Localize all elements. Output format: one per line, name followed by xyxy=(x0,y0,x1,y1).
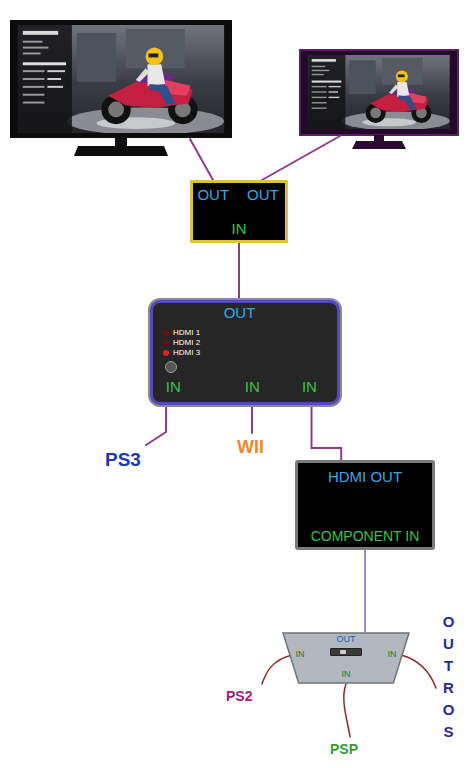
port-label: IN xyxy=(302,379,317,394)
port-label: IN xyxy=(232,221,247,236)
port-label: OUT xyxy=(224,305,256,320)
panel-detail xyxy=(330,648,362,656)
port-label: OUT xyxy=(337,635,356,644)
hdmi-cable xyxy=(251,406,253,433)
hdmi-switch: OUT HDMI 1 HDMI 2 HDMI 3 IN IN IN xyxy=(150,300,340,405)
tv-frame xyxy=(300,50,458,135)
cable-connector xyxy=(312,405,342,460)
tv-neck xyxy=(115,138,127,146)
tv-frame xyxy=(10,20,232,138)
component-cable xyxy=(344,684,350,737)
port-label: IN xyxy=(245,379,260,394)
tv-screen xyxy=(308,55,449,130)
port-label: HDMI 1 xyxy=(173,329,200,337)
tv-stand xyxy=(352,141,406,149)
port-label: COMPONENT IN xyxy=(311,529,420,543)
tv-stand xyxy=(74,146,168,156)
port-label: IN xyxy=(342,670,351,679)
television-right xyxy=(300,50,458,149)
component-cable xyxy=(401,655,436,688)
console-label: PSP xyxy=(330,742,358,756)
hdmi-cable xyxy=(262,136,340,180)
console-label: WII xyxy=(237,438,264,456)
hdmi-cable xyxy=(190,139,213,180)
hdmi-cable xyxy=(146,406,166,445)
console-label: PS2 xyxy=(226,689,252,703)
port-label: OUT xyxy=(197,187,229,202)
wires xyxy=(146,136,436,737)
others-label: OUTROS xyxy=(441,611,456,743)
component-cable xyxy=(262,655,292,684)
converter-box: HDMI OUT COMPONENT IN xyxy=(295,460,435,550)
panel-detail xyxy=(340,650,346,654)
tv-screen xyxy=(18,25,224,135)
port-label: HDMI OUT xyxy=(328,469,402,484)
port-label: IN xyxy=(166,379,181,394)
port-label: OUT xyxy=(247,187,279,202)
console-label: PS3 xyxy=(105,450,141,469)
port-label: IN xyxy=(388,650,397,659)
cable-connector xyxy=(364,550,366,632)
panel-detail xyxy=(163,330,169,336)
panel-detail xyxy=(165,361,177,373)
hdmi-splitter: OUT OUT IN xyxy=(190,180,288,243)
television-left xyxy=(10,20,232,156)
panel-detail xyxy=(163,340,169,346)
component-switch: OUT IN IN IN xyxy=(282,632,410,684)
cable-connector xyxy=(238,243,240,300)
port-label: HDMI 2 xyxy=(173,339,200,347)
panel-detail xyxy=(163,350,169,356)
tv-neck xyxy=(374,135,384,141)
port-label: HDMI 3 xyxy=(173,349,200,357)
port-label: IN xyxy=(295,650,304,659)
